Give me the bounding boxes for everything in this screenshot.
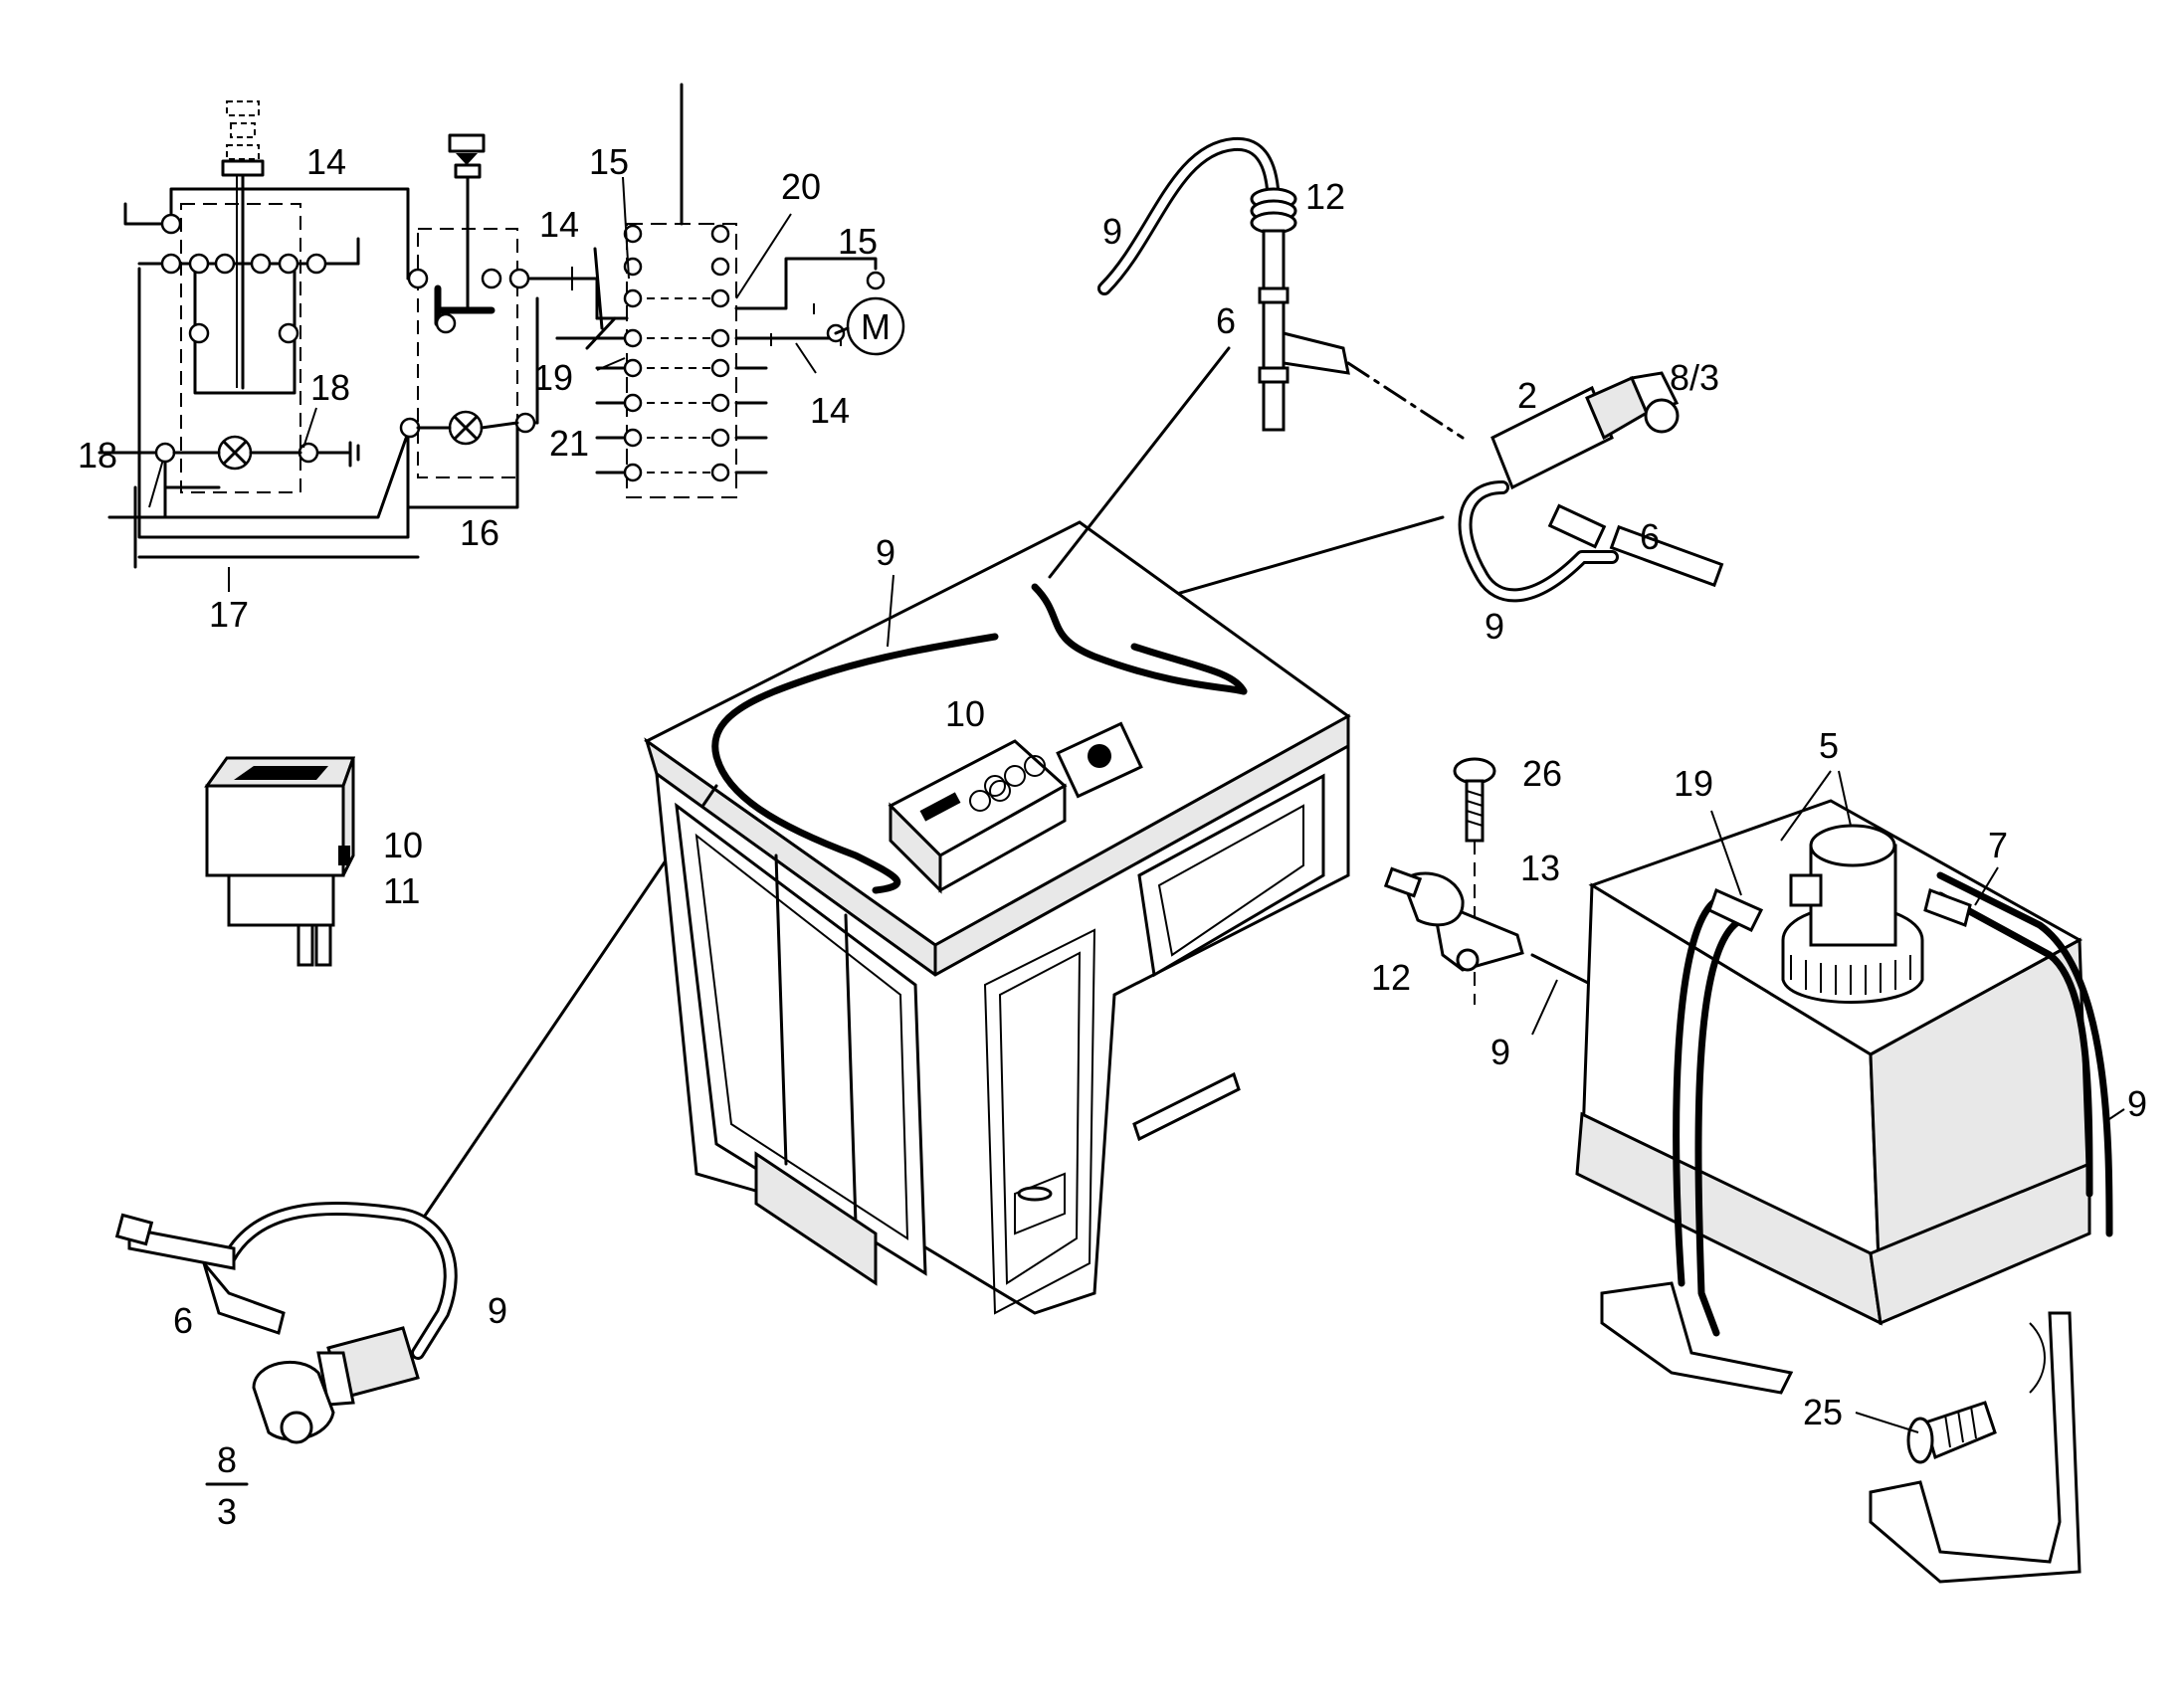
label-8-3-top: 8/3 <box>1670 357 1719 398</box>
schematic-label-15-top: 15 <box>589 141 629 182</box>
label-2: 2 <box>1517 375 1537 416</box>
label-6-right: 6 <box>1640 516 1660 557</box>
schematic-label-14-right: 14 <box>810 390 850 431</box>
label-26: 26 <box>1522 753 1562 794</box>
label-10-cab: 10 <box>945 693 985 734</box>
mounting-screw-clip: 26 13 12 9 <box>1371 753 1594 1072</box>
schematic-label-14-mid: 14 <box>539 204 579 245</box>
schematic-label-16: 16 <box>460 512 499 553</box>
label-25: 25 <box>1803 1392 1843 1432</box>
motor-label: M <box>861 306 891 347</box>
schematic-wires <box>98 187 878 569</box>
label-9-cab: 9 <box>876 532 895 573</box>
schematic-label-14-top: 14 <box>306 141 346 182</box>
motor-symbol: M <box>834 296 905 356</box>
schematic-label-17: 17 <box>209 594 249 635</box>
label-9-right: 9 <box>1485 606 1504 647</box>
label-5: 5 <box>1819 725 1839 766</box>
label-fraction-numerator: 8 <box>217 1439 237 1480</box>
indicator-lamp-right <box>416 410 519 446</box>
schematic-label-18-left: 18 <box>78 435 117 475</box>
switch-label-11: 11 <box>383 870 420 911</box>
switch-box-right <box>417 228 518 478</box>
label-9-top: 9 <box>1102 211 1122 252</box>
indicator-lamp-left <box>172 435 302 471</box>
switch-box-left <box>180 203 301 493</box>
label-12-top: 12 <box>1305 176 1345 217</box>
contact-nodes <box>154 213 886 482</box>
label-9-bottom: 9 <box>488 1290 507 1331</box>
label-19-tank: 19 <box>1674 763 1713 804</box>
wiring-schematic: M 14 15 20 15 14 19 14 21 18 18 16 17 <box>78 83 905 635</box>
right-nozzle-assembly: 2 8/3 6 9 <box>1102 357 1724 647</box>
schematic-label-19: 19 <box>533 357 573 398</box>
label-9-tank: 9 <box>2127 1083 2147 1124</box>
label-fraction-denominator: 3 <box>217 1491 237 1532</box>
bottom-nozzle-assembly: 6 9 8 3 <box>114 1201 507 1532</box>
rocker-switch: 10 11 <box>204 756 423 967</box>
label-6-bottom: 6 <box>173 1300 193 1341</box>
tractor-cab: 10 9 <box>421 346 1351 1315</box>
schematic-label-18-right: 18 <box>310 367 350 408</box>
roof-switch-console: 10 <box>888 693 1143 894</box>
label-9-mid: 9 <box>1490 1032 1510 1072</box>
label-12-mid: 12 <box>1371 957 1411 998</box>
switch-label-10: 10 <box>383 825 423 865</box>
label-6-top: 6 <box>1216 300 1236 341</box>
top-nozzle-assembly: 12 9 6 <box>1097 136 1465 440</box>
schematic-label-21: 21 <box>549 423 589 464</box>
label-7: 7 <box>1988 825 2008 865</box>
switch-actuator-left <box>221 100 265 390</box>
label-13: 13 <box>1520 848 1560 888</box>
schematic-label-20: 20 <box>781 166 821 207</box>
washer-fluid-tank: 25 19 5 7 9 <box>1575 725 2147 1584</box>
schematic-label-15-motor: 15 <box>838 221 878 262</box>
